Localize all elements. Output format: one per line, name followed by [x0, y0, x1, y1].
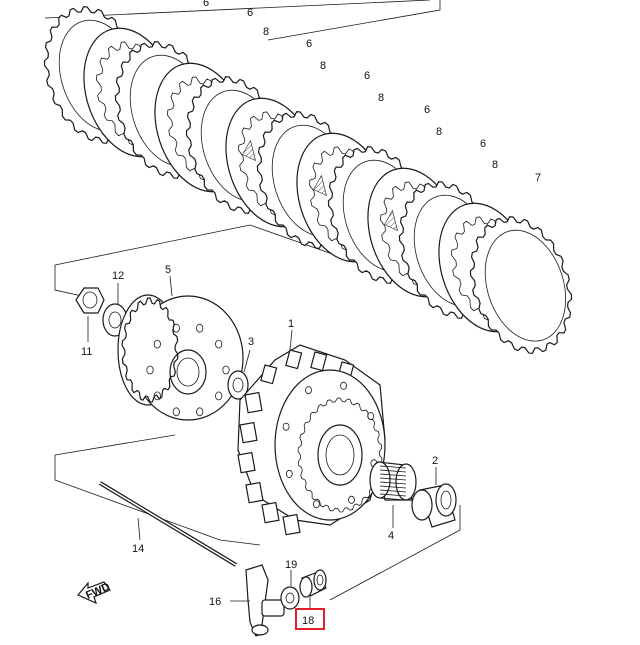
callout-8b: 8: [320, 60, 326, 72]
callout-16: 16: [209, 596, 221, 608]
callout-6e: 6: [424, 104, 430, 116]
part-16-lifter: [230, 564, 285, 637]
part-3-washer: [227, 349, 251, 400]
part-5-sleeve-hub: [117, 275, 244, 421]
friction-plate: [469, 216, 573, 354]
callout-7: 7: [535, 172, 541, 184]
callout-8d: 8: [436, 126, 442, 138]
callout-3: 3: [248, 336, 254, 348]
callout-8e: 8: [492, 159, 498, 171]
part-2-spacer: [411, 467, 457, 528]
callout-labels: 6 6 8 6 8 6 8 6 8 6 8 7 12 5 3 1 11 2 4 …: [81, 0, 541, 627]
callout-6a: 6: [203, 0, 209, 9]
callout-6d: 6: [364, 70, 370, 82]
callout-19: 19: [285, 559, 297, 571]
callout-8a: 8: [263, 26, 269, 38]
part-18-highlight-box: [295, 608, 325, 630]
callout-14: 14: [132, 543, 144, 555]
callout-11: 11: [81, 346, 92, 358]
part-11-nut: [75, 287, 105, 342]
assembly-boundary-lines: [44, 0, 521, 601]
callout-6c: 6: [306, 38, 312, 50]
part-14-push-rod: [98, 481, 238, 567]
callout-4: 4: [388, 530, 394, 542]
callout-8c: 8: [378, 92, 384, 104]
clutch-plate-stack: [43, 6, 573, 354]
part-19-oil-seal: [280, 570, 300, 610]
part-4-needle-bearing: [369, 461, 417, 528]
fwd-arrow: FWD: [77, 581, 112, 605]
part-1-clutch-housing: [237, 329, 386, 536]
callout-2: 2: [432, 455, 438, 467]
callout-12: 12: [112, 270, 124, 282]
callout-18: 18: [302, 615, 314, 627]
callout-6b: 6: [247, 7, 253, 19]
callout-5: 5: [165, 264, 171, 276]
callout-1: 1: [288, 318, 294, 330]
callout-6f: 6: [480, 138, 486, 150]
part-18-bearing: [299, 569, 327, 610]
